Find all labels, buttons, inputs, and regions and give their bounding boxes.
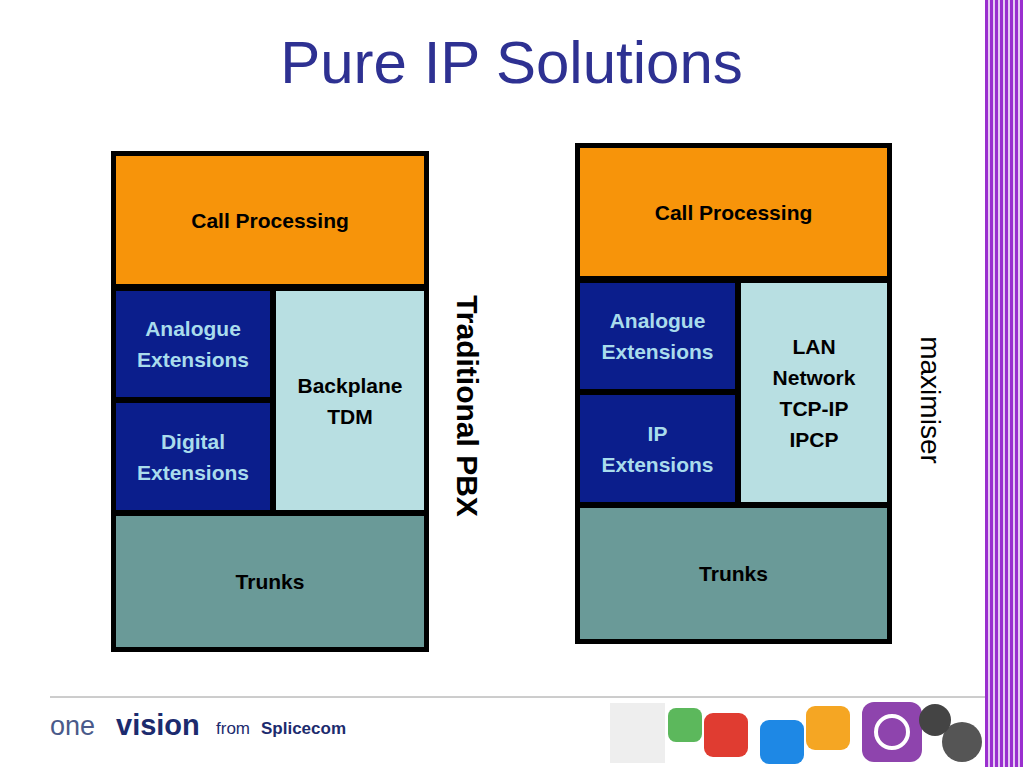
extension-box: Digital Extensions bbox=[111, 398, 275, 515]
box-label: Analogue Extensions bbox=[131, 313, 256, 375]
box-text-group: Call Processing bbox=[655, 197, 813, 228]
box-label: Call Processing bbox=[655, 197, 813, 228]
box-label: Digital Extensions bbox=[131, 426, 256, 488]
box-text-group: Call Processing bbox=[191, 205, 349, 236]
logo-text: one bbox=[50, 711, 95, 742]
box-text-group: Trunks bbox=[699, 558, 768, 589]
box-label: LAN Network TCP-IP IPCP bbox=[762, 331, 867, 455]
extension-box: Analogue Extensions bbox=[575, 278, 740, 394]
box-label: Trunks bbox=[699, 558, 768, 589]
lan-network-box: LAN Network TCP-IP IPCP bbox=[736, 278, 892, 507]
footer-icons bbox=[610, 702, 982, 764]
call-processing-box: Call Processing bbox=[111, 151, 429, 289]
slide-title: Pure IP Solutions bbox=[0, 28, 1023, 97]
box-text-group: Analogue Extensions bbox=[595, 305, 720, 367]
box-text-group: Backplane TDM bbox=[285, 370, 415, 432]
logo-text: from bbox=[216, 719, 250, 739]
box-text-group: Analogue Extensions bbox=[131, 313, 256, 375]
box-label: IP Extensions bbox=[595, 418, 720, 480]
extension-box: IP Extensions bbox=[575, 390, 740, 507]
box-text-group: IP Extensions bbox=[595, 418, 720, 480]
box-text-group: Digital Extensions bbox=[131, 426, 256, 488]
box-label: Analogue Extensions bbox=[595, 305, 720, 367]
logo-text: vision bbox=[116, 709, 200, 742]
trunks-box: Trunks bbox=[111, 511, 429, 652]
purple-stripes bbox=[985, 0, 1023, 767]
box-label: Backplane TDM bbox=[285, 370, 415, 432]
box-label: Call Processing bbox=[191, 205, 349, 236]
box-text-group: LAN Network TCP-IP IPCP bbox=[762, 331, 867, 455]
footer-rule bbox=[50, 697, 985, 698]
call-processing-box: Call Processing bbox=[575, 143, 892, 281]
backplane-box: Backplane TDM bbox=[271, 286, 429, 515]
box-label: Trunks bbox=[236, 566, 305, 597]
system-label: Traditional PBX bbox=[450, 295, 484, 517]
box-text-group: Trunks bbox=[236, 566, 305, 597]
system-label: maximiser bbox=[914, 336, 946, 464]
extension-box: Analogue Extensions bbox=[111, 286, 275, 402]
trunks-box: Trunks bbox=[575, 503, 892, 644]
logo-text: Splicecom bbox=[261, 719, 346, 739]
